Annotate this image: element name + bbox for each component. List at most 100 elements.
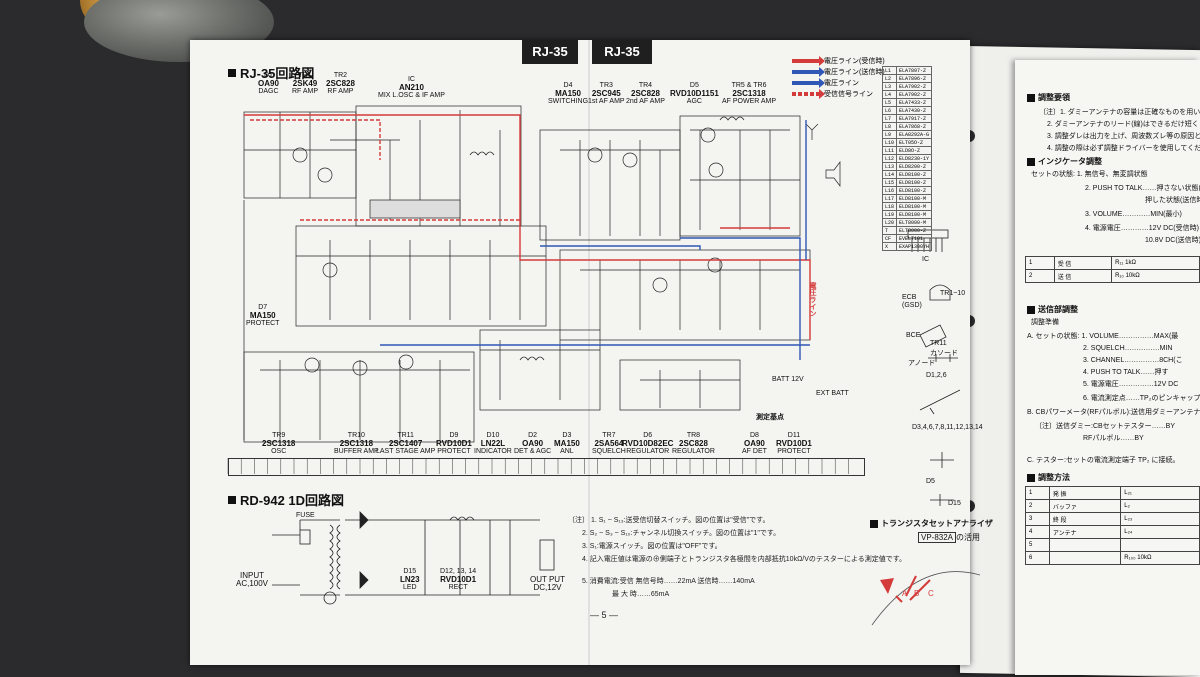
legend-swatch	[792, 77, 825, 88]
right-page: 調整要領 〔注〕1. ダミーアンテナの容量は正確なものを用いてください。 2. …	[1015, 60, 1200, 675]
coil-cell: CF	[881, 234, 898, 243]
component-label-tr1-10: TR1~10	[940, 290, 966, 297]
part-function: PROTECT	[246, 320, 280, 327]
pin-label-cathode: カソード	[930, 350, 958, 357]
coil-cell: ELD8100-Z	[896, 186, 933, 195]
analyzer-suffix: の活用	[956, 533, 981, 542]
legend-label: 電圧ライン	[824, 79, 859, 87]
part-function: OSC	[271, 448, 287, 455]
coil-cell: ELD8100-Z	[896, 170, 933, 179]
pin-label-bce: BCE	[906, 332, 921, 339]
adjustment-note-3: 3. 調整ダレは出力を上げ、周波数ズレ等の原因となりますので	[1047, 133, 1200, 140]
rj35-title-text: RJ-35回路図	[240, 66, 315, 81]
coil-cell: L20	[881, 218, 898, 227]
coil-cell: ELA8292A-G	[896, 130, 933, 139]
coil-cell: L4	[881, 90, 898, 99]
rd942-title: RD-942 1D回路図	[228, 490, 344, 509]
header-tab-right: RJ-35	[592, 40, 652, 64]
part-function: REGULATOR	[672, 448, 715, 455]
fuse-label: FUSE	[296, 512, 315, 519]
adjustment-note-4: 4. 調整の際は必ず調整ドライバーを使用してください。	[1047, 145, 1200, 152]
tx-line-2: 2. SQUELCH……………MIN	[1083, 345, 1173, 352]
table-cell: R₁₀ 10kΩ	[1111, 269, 1200, 283]
part-ref: D2	[528, 432, 538, 439]
coil-cell: ELT8000-M	[896, 218, 933, 227]
component-label-d5: D5	[926, 478, 935, 485]
analyzer-mark-c: C	[928, 589, 934, 598]
measure-point-label: 測定基点	[756, 414, 784, 421]
coil-cell: L17	[881, 194, 898, 203]
coil-cell: ELA7433-Z	[896, 98, 933, 107]
part-ref: TR11	[397, 432, 414, 439]
adjustment-title: 調整要領	[1027, 92, 1070, 103]
output-label-line2: DC,12V	[533, 583, 562, 592]
part-ref: TR7	[602, 432, 616, 439]
pin-label-anode: アノード	[908, 360, 936, 367]
table-cell: 送 信	[1053, 269, 1113, 283]
part-number: OA90	[258, 79, 279, 88]
part-ref: D10	[486, 432, 500, 439]
component-label-ic: IC	[922, 256, 929, 263]
coil-cell: L13	[881, 162, 898, 171]
note-line-2: 2. S₂ ~ S₃ ~ S₁₀:チャンネル切換スイッチ。図の位置は"1"です。	[582, 530, 781, 537]
tx-line-4: 4. PUSH TO TALK……押す	[1083, 369, 1169, 376]
legend-item: 受信信号ライン	[792, 88, 885, 99]
part-ref: D3	[562, 432, 572, 439]
voltage-line-label: 電圧ライン	[809, 282, 816, 317]
note-line-5: 5. 消費電流:受信 無信号時……22mA 送信時……140mA	[582, 578, 755, 585]
legend: 電圧ライン(受信時) 電圧ライン(送信時) 電圧ライン 受信信号ライン	[792, 55, 885, 99]
part-ref: TR2	[333, 72, 348, 79]
part-function: AGC	[686, 98, 702, 105]
part-function: ANL	[560, 448, 574, 455]
coil-cell: ELD8100-M	[896, 210, 933, 219]
part-number: MA150	[555, 89, 581, 98]
part-ref: TR10	[347, 432, 365, 439]
part-number: OA90	[522, 439, 544, 448]
tx-line-10: C. テスター:セットの電流測定端子 TP₂ に接続。	[1027, 457, 1180, 464]
part-number: RVD10D1	[436, 439, 472, 448]
tx-line-9: RFパルボル……BY	[1083, 435, 1144, 442]
header-tab-left: RJ-35	[522, 40, 578, 64]
coil-cell: ELD8100-Z	[896, 178, 933, 187]
part-ref: TR5 & TR6	[731, 82, 767, 89]
part-ref: D1	[263, 72, 273, 79]
part-number: 2SA564	[594, 439, 624, 448]
coil-cell: L1	[881, 66, 898, 75]
coil-cell: ELA7897-Z	[896, 66, 933, 75]
legend-swatch	[792, 55, 825, 66]
coil-cell: ELD8230-1Y	[896, 154, 933, 163]
part-ref: D15	[403, 568, 417, 575]
part-ref: D4	[563, 82, 573, 89]
part-number: 2SC945	[591, 89, 621, 98]
coil-cell: ELA7896-Z	[896, 74, 933, 83]
coil-cell: L6	[881, 106, 898, 115]
part-number: 2SC1318	[732, 89, 766, 98]
part-function: DAGC	[258, 88, 279, 95]
part-number: LN22L	[480, 439, 506, 448]
